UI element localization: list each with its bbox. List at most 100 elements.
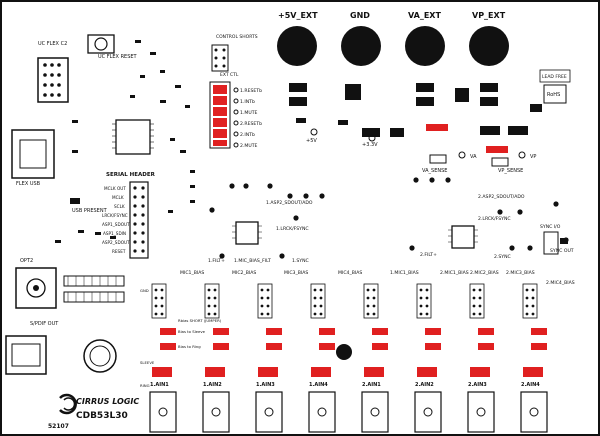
left-small-components — [55, 40, 195, 243]
audio-jack[interactable] — [202, 391, 230, 433]
power-label: VA_EXT — [408, 11, 441, 20]
sense-shunt-vp[interactable] — [486, 146, 508, 153]
bias-to-ring-shunt[interactable] — [266, 343, 282, 350]
uc-flex-connector[interactable] — [37, 57, 69, 103]
test-point-label: 1.MUTE — [240, 110, 258, 116]
bias-to-sleeve-shunt[interactable] — [266, 328, 282, 335]
bias-to-sleeve-shunt[interactable] — [425, 328, 441, 335]
input-select-shunt[interactable] — [205, 367, 225, 377]
mcu-chip — [112, 119, 154, 155]
bias-to-ring-shunt[interactable] — [319, 343, 335, 350]
sync-2-label: 2.SYNC — [494, 254, 511, 260]
control-test-point-header[interactable] — [209, 81, 231, 149]
sync-out-label: SYNC OUT — [550, 248, 574, 254]
sync-io-label: SYNC I/O — [540, 224, 561, 230]
sync-jumper[interactable] — [543, 231, 568, 255]
bias-to-sleeve-shunt[interactable] — [213, 328, 229, 335]
filt-1-label: 1.FILT+ — [208, 258, 225, 264]
bias-to-ring-shunt[interactable] — [425, 343, 441, 350]
test-point-label: 2.INTb — [240, 132, 255, 138]
spdif-out-connector[interactable] — [5, 335, 47, 375]
sense-shunt-va[interactable] — [426, 124, 448, 131]
bias-to-ring-shunt[interactable] — [478, 343, 494, 350]
bias-to-sleeve-shunt[interactable] — [160, 328, 176, 335]
mic-bias-label: 2.MIC2_BIAS — [470, 270, 499, 276]
sense-jumpers[interactable] — [429, 154, 509, 167]
bias-to-sleeve-note: Bias to Sleeve — [178, 329, 206, 334]
input-select-shunt[interactable] — [523, 367, 543, 377]
opt2-label: OPT2 — [20, 258, 33, 264]
serial-pin-label: ASP2_SDOUT — [102, 240, 130, 245]
bias-to-sleeve-shunt[interactable] — [531, 328, 547, 335]
lrck-fsync-1-label: 1.LRCK/FSYNC — [276, 226, 309, 232]
mic-bias-label: MIC1_BIAS — [180, 270, 204, 276]
rbias-short-note: Rbias SHORT (JUMPER) — [178, 318, 222, 323]
test-point-label: 2.MUTE — [240, 143, 258, 149]
input-select-shunt[interactable] — [470, 367, 490, 377]
bias-to-ring-shunt[interactable] — [160, 343, 176, 350]
audio-jack[interactable] — [308, 391, 336, 433]
power-label: VP_EXT — [472, 11, 506, 20]
input-select-shunt[interactable] — [258, 367, 278, 377]
control-shorts-label: CONTROL SHORTS — [216, 34, 258, 40]
channel-5 — [361, 283, 389, 433]
channel-1 — [149, 283, 177, 433]
serial-header-pin-labels: MCLK OUT MCLK SCLK LRCK/FSYNC ASP1_SDOUT… — [102, 186, 130, 254]
mic-bias-label: 2.MIC1_BIAS — [440, 270, 469, 276]
sleeve-note: SLEEVE — [140, 360, 155, 365]
test-point-label: 2.RESETb — [240, 121, 262, 127]
channel-7 — [467, 283, 495, 433]
bias-to-ring-shunt[interactable] — [213, 343, 229, 350]
mic-bias-filt-1-label: 1.MIC_BIAS_FILT — [234, 258, 271, 264]
audio-jack[interactable] — [149, 391, 177, 433]
audio-jack[interactable] — [361, 391, 389, 433]
audio-jack[interactable] — [520, 391, 548, 433]
channel-notes: Bias to Sleeve Bias to Ring SLEEVE RING … — [140, 288, 222, 388]
rohs-stamp: RoHS — [543, 84, 567, 104]
ring-note: RING — [140, 383, 150, 388]
bias-to-sleeve-shunt[interactable] — [478, 328, 494, 335]
va-sense-label: VA_SENSE — [422, 168, 447, 174]
channel-3 — [255, 283, 283, 433]
left-lower-chip — [63, 275, 125, 303]
mic-bias-label: MIC2_BIAS — [232, 270, 256, 276]
plus-5v-label: +5V — [306, 138, 317, 144]
mic-bias-label: 2.MIC4_BIAS — [546, 280, 575, 286]
usb-present-label: USB PRESENT — [72, 208, 108, 214]
power-terminals[interactable] — [277, 26, 509, 106]
plus-3v3-label: +3.3V — [362, 142, 378, 148]
channel-2 — [202, 283, 230, 433]
svg-text:CIRRUS LOGIC: CIRRUS LOGIC — [76, 397, 139, 406]
channel-label: 1.AIN4 — [309, 382, 328, 388]
ext-ctl-label: EXT CTL — [220, 72, 239, 78]
power-terminal-gnd — [341, 26, 381, 66]
bias-to-ring-shunt[interactable] — [531, 343, 547, 350]
bias-to-ring-shunt[interactable] — [372, 343, 388, 350]
input-select-shunt[interactable] — [364, 367, 384, 377]
input-select-shunt[interactable] — [311, 367, 331, 377]
bias-to-sleeve-shunt[interactable] — [319, 328, 335, 335]
serial-header-connector[interactable] — [129, 181, 149, 259]
channel-label: 2.AIN3 — [468, 382, 487, 388]
flex-usb-connector[interactable] — [11, 129, 55, 179]
audio-jack[interactable] — [414, 391, 442, 433]
input-select-shunt[interactable] — [152, 367, 172, 377]
sync-1-label: 1.SYNC — [292, 258, 309, 264]
asp2-sdout-1-label: 1.ASP2_SDOUT/ADO — [266, 200, 313, 206]
bias-to-sleeve-shunt[interactable] — [372, 328, 388, 335]
svg-text:RoHS: RoHS — [547, 92, 560, 98]
filt-2-label: 2.FILT+ — [420, 252, 437, 258]
crystal-oscillator — [83, 339, 117, 373]
test-point-label: 1.RESETb — [240, 88, 262, 94]
cirrus-logic-logo: CIRRUS LOGIC — [59, 393, 139, 415]
opt2-connector[interactable] — [15, 267, 57, 309]
test-point-label: 1.INTb — [240, 99, 255, 105]
audio-jack[interactable] — [467, 391, 495, 433]
power-test-points[interactable] — [310, 128, 526, 159]
control-shorts-jumper[interactable] — [211, 44, 229, 72]
input-select-shunt[interactable] — [417, 367, 437, 377]
uc-flex-reset-button[interactable] — [87, 34, 115, 54]
serial-pin-label: SCLK — [114, 204, 125, 209]
mic-bias-label: 2.MIC3_BIAS — [506, 270, 535, 276]
audio-jack[interactable] — [255, 391, 283, 433]
